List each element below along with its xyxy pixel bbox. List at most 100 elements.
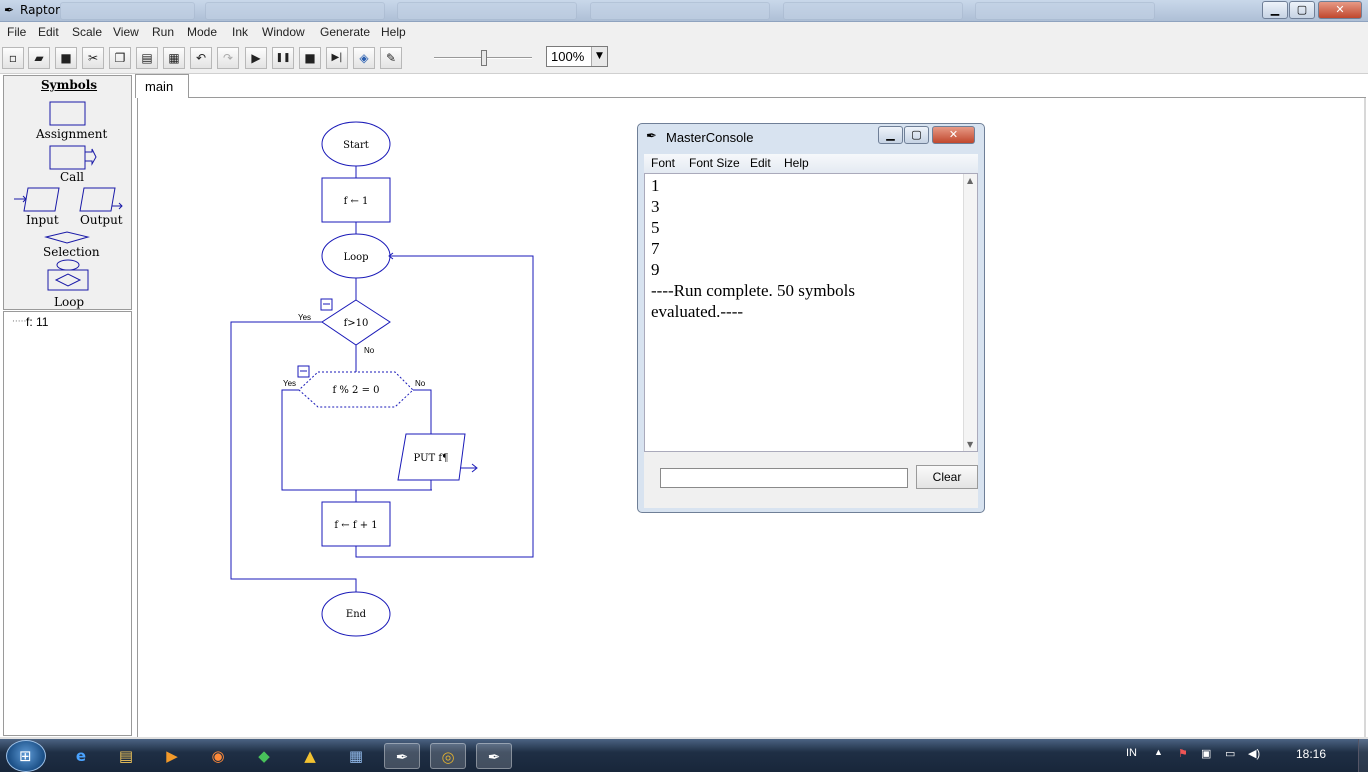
start-oval[interactable] xyxy=(321,121,391,167)
zoom-slider[interactable] xyxy=(428,48,538,68)
new-file-icon[interactable]: ▫ xyxy=(2,47,24,69)
media-player-icon[interactable]: ▶ xyxy=(166,747,178,765)
slider-thumb[interactable] xyxy=(481,50,487,66)
background-tab xyxy=(590,2,770,20)
raptor-app-icon: ✒ xyxy=(4,3,15,17)
menu-window[interactable]: Window xyxy=(262,25,305,39)
network-icon[interactable]: ▭ xyxy=(1225,748,1236,760)
yes-label: Yes xyxy=(283,379,296,388)
console-input-field[interactable] xyxy=(660,468,908,488)
menu-mode[interactable]: Mode xyxy=(187,25,218,39)
assign-increment-box[interactable] xyxy=(321,501,391,547)
toolbar: ▫ ▰ ■ ✂ ❐ ▤ ▦ ↶ ↷ ▶ ❚❚ ■ ▶| ◈ ✎ xyxy=(0,42,1368,74)
selection-hexagon[interactable] xyxy=(298,371,414,408)
raptor-taskbar-icon[interactable]: ✒ xyxy=(476,743,512,769)
output-symbol[interactable] xyxy=(79,187,116,212)
menu-generate[interactable]: Generate xyxy=(320,25,371,39)
input-arrow-icon xyxy=(14,195,27,203)
console-menu-edit[interactable]: Edit xyxy=(750,156,771,170)
console-menu-bar: Font Font Size Edit Help xyxy=(644,154,978,173)
cut-icon[interactable]: ✂ xyxy=(82,47,104,69)
console-maximize-button[interactable]: ▢ xyxy=(904,126,929,144)
minimize-button[interactable]: ▁ xyxy=(1262,1,1288,19)
green-app-icon[interactable]: ◆ xyxy=(258,747,270,765)
output-parallelogram[interactable] xyxy=(397,433,466,481)
selection-symbol[interactable] xyxy=(44,231,90,244)
input-label: Input xyxy=(26,213,59,227)
print-icon[interactable]: ▦ xyxy=(163,47,185,69)
zoom-dropdown[interactable]: 100% ▼ xyxy=(546,46,608,67)
test-server-icon[interactable]: ◈ xyxy=(353,47,375,69)
copy-icon[interactable]: ❐ xyxy=(109,47,131,69)
output-line: 1 xyxy=(651,176,660,195)
menu-ink[interactable]: Ink xyxy=(232,25,249,39)
close-button[interactable]: ✕ xyxy=(1318,1,1362,19)
paste-icon[interactable]: ▤ xyxy=(136,47,158,69)
show-hidden-icons-icon[interactable]: ▲ xyxy=(1154,747,1163,757)
loop-condition-diamond[interactable] xyxy=(321,299,391,346)
console-output[interactable]: 1 3 5 7 9 ----Run complete. 50 symbols e… xyxy=(644,173,978,452)
chevron-down-icon[interactable]: ▼ xyxy=(591,47,607,66)
pause-icon[interactable]: ❚❚ xyxy=(272,47,294,69)
selection-label: Selection xyxy=(43,245,100,259)
background-tab xyxy=(60,2,195,20)
console-menu-font-size[interactable]: Font Size xyxy=(689,156,740,170)
end-oval[interactable] xyxy=(321,591,391,637)
console-menu-font[interactable]: Font xyxy=(651,156,676,170)
scroll-up-icon[interactable]: ▲ xyxy=(967,176,974,185)
start-label: Start xyxy=(343,140,369,151)
pen-icon[interactable]: ✎ xyxy=(380,47,402,69)
console-minimize-button[interactable]: ▁ xyxy=(878,126,903,144)
step-icon[interactable]: ▶| xyxy=(326,47,348,69)
collapse-icon[interactable] xyxy=(297,365,310,378)
menu-run[interactable]: Run xyxy=(152,25,175,39)
loop-oval[interactable] xyxy=(321,233,391,279)
menu-edit[interactable]: Edit xyxy=(38,25,59,39)
device-icon[interactable]: ▣ xyxy=(1201,748,1212,760)
master-console-window: ✒ MasterConsole ▁ ▢ ✕ Font Font Size Edi… xyxy=(637,123,985,513)
chrome-icon[interactable]: ◎ xyxy=(430,743,466,769)
call-symbol[interactable] xyxy=(49,145,86,170)
action-center-icon[interactable]: ⚑ xyxy=(1178,748,1188,760)
assign-f-1-box[interactable] xyxy=(321,177,391,223)
console-title: MasterConsole xyxy=(666,130,754,145)
menu-view[interactable]: View xyxy=(113,25,139,39)
collapse-icon[interactable] xyxy=(320,298,333,311)
maximize-button[interactable]: ▢ xyxy=(1289,1,1315,19)
menu-file[interactable]: File xyxy=(7,25,27,39)
show-desktop-button[interactable] xyxy=(1358,739,1368,772)
undo-icon[interactable]: ↶ xyxy=(190,47,212,69)
console-menu-help[interactable]: Help xyxy=(784,156,809,170)
volume-icon[interactable]: ◀) xyxy=(1248,748,1261,760)
stop-icon[interactable]: ■ xyxy=(299,47,321,69)
scroll-down-icon[interactable]: ▼ xyxy=(967,440,974,449)
loop-symbol-box[interactable] xyxy=(47,269,89,291)
language-indicator[interactable]: IN xyxy=(1126,747,1137,759)
console-scrollbar[interactable]: ▲ ▼ xyxy=(963,174,977,451)
menu-help[interactable]: Help xyxy=(381,25,406,39)
background-tab xyxy=(397,2,577,20)
tab-label: main xyxy=(145,79,174,94)
menu-scale[interactable]: Scale xyxy=(72,25,103,39)
redo-icon[interactable]: ↷ xyxy=(217,47,239,69)
variable-f: f: 11 xyxy=(26,315,49,329)
start-button[interactable]: ⊞ xyxy=(6,740,46,772)
background-tab xyxy=(783,2,963,20)
open-folder-icon[interactable]: ▰ xyxy=(28,47,50,69)
clear-button[interactable]: Clear xyxy=(916,465,978,489)
run-icon[interactable]: ▶ xyxy=(245,47,267,69)
tool-app-icon[interactable]: ▦ xyxy=(348,747,364,765)
assignment-symbol[interactable] xyxy=(49,101,86,126)
explorer-icon[interactable]: ▤ xyxy=(118,747,134,765)
console-close-button[interactable]: ✕ xyxy=(932,126,975,144)
ie-icon[interactable]: e xyxy=(75,747,87,765)
output-arrow-icon xyxy=(112,202,123,210)
yellow-app-icon[interactable]: ▲ xyxy=(304,747,316,765)
save-icon[interactable]: ■ xyxy=(55,47,77,69)
firefox-icon[interactable]: ◉ xyxy=(211,747,225,765)
clock[interactable]: 18:16 xyxy=(1296,747,1327,761)
input-symbol[interactable] xyxy=(23,187,60,212)
assign2-label: f ← f + 1 xyxy=(334,520,377,531)
raptor-taskbar-icon[interactable]: ✒ xyxy=(384,743,420,769)
tab-main[interactable]: main xyxy=(135,74,189,98)
